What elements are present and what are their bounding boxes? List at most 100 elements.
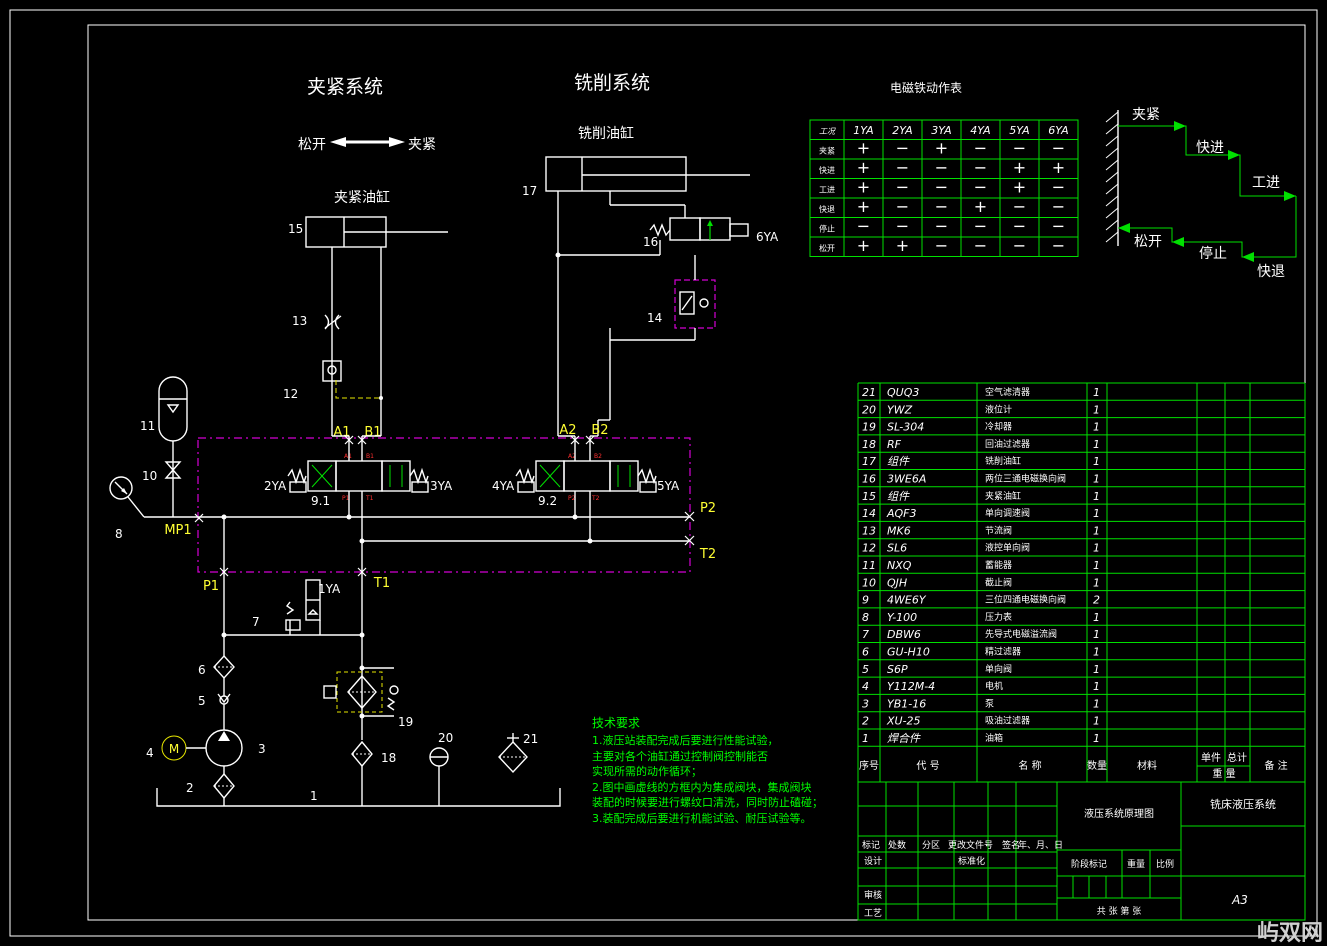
accumulator-icon: [158, 376, 188, 442]
part-code: AQF3: [886, 507, 917, 520]
parts-header: 序号 代 号 名 称 数量 材料 单件 总计 重 量 备 注: [859, 751, 1288, 780]
part-seq: 4: [862, 680, 869, 693]
solenoid-cell: −: [1013, 139, 1026, 158]
cycle-diagram: 夹紧 快进 工进 快退 停止 松开: [1105, 107, 1297, 280]
svg-text:工艺: 工艺: [864, 908, 882, 919]
svg-text:1.液压站装配完成后要进行性能试验，: 1.液压站装配完成后要进行性能试验，: [592, 733, 779, 747]
part-seq: 3: [862, 697, 869, 710]
check-throttle-valve-14: [674, 279, 716, 329]
tech-title: 技术要求: [592, 716, 640, 730]
solenoid-cell: +: [857, 158, 870, 177]
solenoid-cell: +: [1013, 178, 1026, 197]
svg-text:年、月、日: 年、月、日: [1018, 839, 1063, 851]
part-seq: 21: [862, 386, 876, 399]
svg-text:数量: 数量: [1087, 759, 1107, 772]
part-name: 节流阀: [985, 524, 1012, 536]
part-qty: 1: [1093, 455, 1100, 468]
solenoid-cell: +: [857, 236, 870, 255]
svg-text:2: 2: [186, 781, 194, 795]
solenoid-cell: −: [974, 178, 987, 197]
svg-text:停止: 停止: [1199, 245, 1227, 262]
project-name: 铣床液压系统: [1210, 797, 1276, 811]
part-code: 焊合件: [887, 732, 921, 745]
part-seq: 16: [862, 473, 876, 486]
drawing-name: 液压系统原理图: [1084, 807, 1154, 820]
part-seq: 17: [862, 455, 876, 468]
svg-text:签名: 签名: [1002, 839, 1020, 851]
port-A2: A2: [559, 423, 576, 438]
part-code: Y-100: [887, 611, 917, 624]
solenoid-cell: +: [857, 197, 870, 216]
svg-text:4YA: 4YA: [492, 479, 515, 493]
solenoid-cell: −: [896, 197, 909, 216]
solenoid-cell: +: [857, 139, 870, 158]
svg-text:共 张 第 张: 共 张 第 张: [1097, 905, 1142, 917]
solenoid-cell: +: [1052, 158, 1065, 177]
directional-valve-9-1: A1 B1 P1 T1: [287, 453, 429, 502]
solenoid-header: 3YA: [931, 124, 951, 137]
port-T2: T2: [699, 547, 716, 562]
part-qty: 1: [1093, 628, 1100, 641]
solenoid-cell: −: [1013, 236, 1026, 255]
svg-text:15: 15: [288, 222, 303, 236]
part-code: 组件: [887, 455, 910, 468]
part-qty: 1: [1093, 663, 1100, 676]
svg-text:名 称: 名 称: [1018, 759, 1041, 772]
svg-text:T1: T1: [365, 495, 374, 502]
solenoid-cell: −: [1052, 197, 1065, 216]
part-name: 冷却器: [985, 421, 1012, 433]
solenoid-cell: 工进: [819, 186, 835, 195]
return-filter-18-icon: [351, 740, 373, 768]
svg-text:快进: 快进: [1196, 140, 1224, 156]
part-code: SL-304: [887, 421, 924, 434]
part-qty: 1: [1093, 386, 1100, 399]
part-qty: 1: [1093, 715, 1100, 728]
part-seq: 20: [862, 403, 876, 416]
solenoid-cell: 快进: [819, 165, 835, 175]
svg-text:P1: P1: [342, 495, 350, 502]
solenoid-cell: −: [1052, 217, 1065, 236]
solenoid-cell: −: [935, 236, 948, 255]
pilot-check-valve-icon: [322, 360, 383, 400]
svg-text:17: 17: [522, 184, 537, 198]
part-seq: 7: [862, 628, 869, 641]
part-name: 铣削油缸: [985, 455, 1021, 467]
solenoid-header: 6YA: [1048, 124, 1068, 137]
part-qty: 1: [1093, 403, 1100, 416]
oil-tank: [156, 788, 561, 807]
svg-text:A2: A2: [568, 453, 576, 460]
solenoid-cell: +: [896, 236, 909, 255]
svg-text:实现所需的动作循环；: 实现所需的动作循环；: [592, 764, 702, 778]
solenoid-cell: −: [896, 178, 909, 197]
part-seq: 10: [862, 576, 876, 589]
svg-text:快退: 快退: [1257, 264, 1285, 280]
solenoid-cell: 夹紧: [819, 146, 835, 156]
part-qty: 1: [1093, 559, 1100, 572]
solenoid-cell: −: [974, 236, 987, 255]
mill-cylinder: [545, 156, 750, 420]
solenoid-header: 5YA: [1009, 124, 1029, 137]
svg-text:18: 18: [381, 751, 396, 765]
part-seq: 9: [862, 594, 869, 607]
part-name: 蓄能器: [985, 559, 1012, 571]
solenoid-cell: 停止: [819, 224, 835, 234]
clamp-cylinder: [305, 216, 448, 420]
svg-text:松开: 松开: [1134, 234, 1162, 250]
part-code: YWZ: [887, 403, 913, 416]
part-name: 泵: [985, 698, 994, 709]
part-code: 4WE6Y: [887, 594, 927, 607]
svg-text:1: 1: [310, 789, 318, 803]
solenoid-cell: 松开: [819, 243, 835, 253]
solenoid-cell: −: [1052, 139, 1065, 158]
svg-text:12: 12: [283, 387, 298, 401]
svg-text:P2: P2: [568, 495, 576, 502]
part-name: 油箱: [985, 732, 1003, 744]
svg-text:3.装配完成后要进行机能试验、耐压试验等。: 3.装配完成后要进行机能试验、耐压试验等。: [592, 811, 812, 825]
part-code: SL6: [887, 542, 907, 555]
part-code: S6P: [887, 663, 908, 676]
svg-text:标记: 标记: [862, 839, 880, 851]
solenoid-cell: −: [1013, 197, 1026, 216]
svg-text:阶段标记: 阶段标记: [1071, 858, 1107, 870]
